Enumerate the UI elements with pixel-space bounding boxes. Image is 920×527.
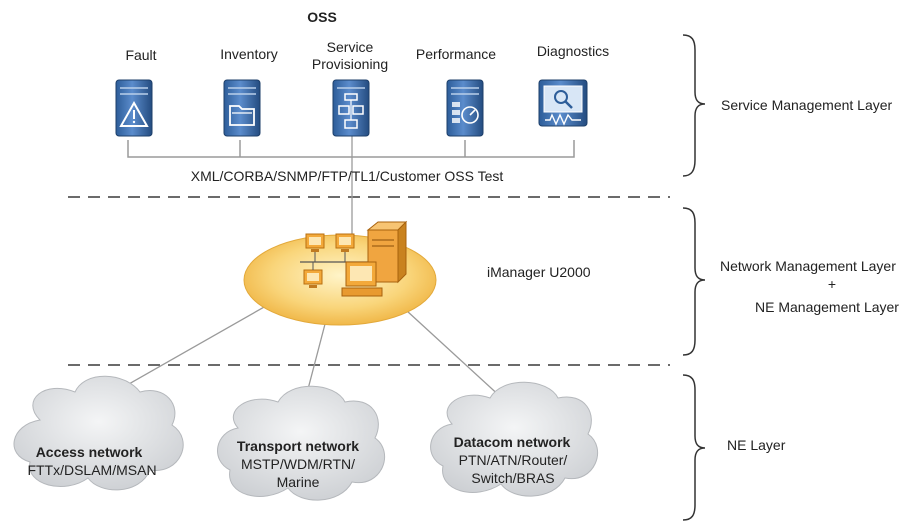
transport-network-detail-1: MSTP/WDM/RTN/ <box>240 456 356 472</box>
oss-bus <box>127 140 575 158</box>
layer-ne-management: NE Management Layer <box>755 299 899 315</box>
server-tower-icon <box>366 220 408 284</box>
datacom-network-cloud <box>430 381 599 497</box>
oss-title: OSS <box>307 9 337 25</box>
layer-service-management: Service Management Layer <box>721 97 893 113</box>
brace-service-layer <box>682 34 706 177</box>
gauge-server-icon <box>446 79 484 137</box>
datacom-network-detail-1: PTN/ATN/Router/ <box>458 452 568 468</box>
imanager-platform <box>243 220 437 326</box>
main-workstation-icon <box>341 261 383 297</box>
nms-label: iManager U2000 <box>487 264 591 280</box>
layer-ne: NE Layer <box>727 437 786 453</box>
transport-network-detail-2: Marine <box>276 474 320 490</box>
brace-ne-layer <box>682 374 706 521</box>
brace-network-layer <box>682 207 706 356</box>
access-network-title: Access network <box>35 444 143 460</box>
flowchart-server-icon <box>332 79 370 137</box>
interface-protocols: XML/CORBA/SNMP/FTP/TL1/Customer OSS Test <box>190 168 504 184</box>
transport-network-title: Transport network <box>236 438 360 454</box>
access-network-detail: FTTx/DSLAM/MSAN <box>27 462 157 478</box>
module-label-inventory: Inventory <box>220 46 278 62</box>
module-label-diagnostics: Diagnostics <box>536 43 610 59</box>
module-label-service-provisioning-1: Service <box>326 39 374 55</box>
module-label-performance: Performance <box>415 46 497 62</box>
layer-network-management: Network Management Layer <box>720 258 896 274</box>
datacom-network-detail-2: Switch/BRAS <box>471 470 555 486</box>
warning-server-icon <box>115 79 153 137</box>
transport-network-cloud <box>217 385 386 501</box>
workstation-icon <box>335 233 355 252</box>
layer-plus-sign: + <box>827 276 837 292</box>
module-label-fault: Fault <box>125 47 157 63</box>
module-label-service-provisioning-2: Provisioning <box>311 56 389 72</box>
access-network-cloud <box>13 375 184 491</box>
workstation-icon <box>305 233 325 252</box>
magnifier-monitor-icon <box>538 79 588 127</box>
folder-server-icon <box>223 79 261 137</box>
datacom-network-title: Datacom network <box>453 434 571 450</box>
